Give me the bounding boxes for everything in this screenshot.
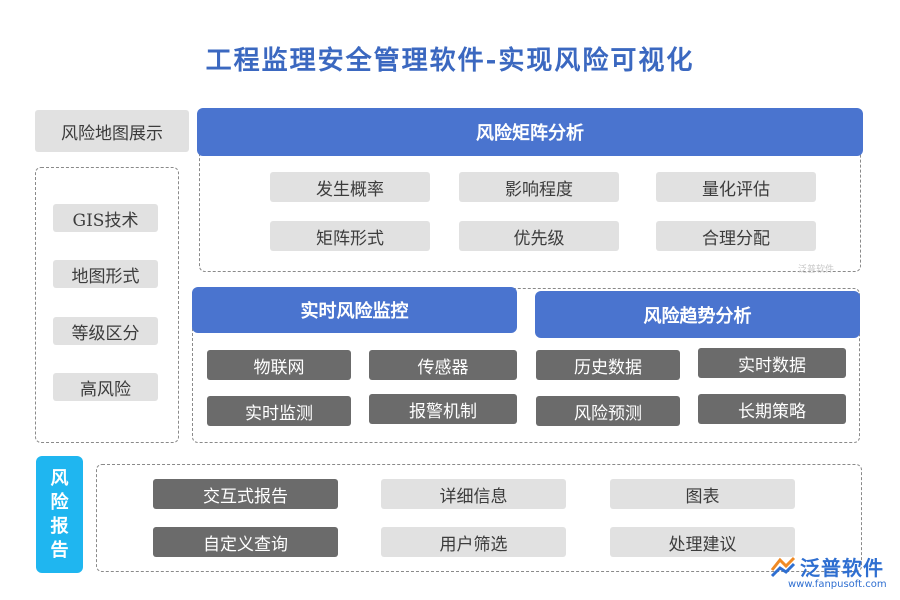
logo-text: 泛普软件: [800, 556, 884, 580]
map-item: 等级区分: [53, 317, 158, 345]
trend-item: 风险预测: [536, 396, 680, 426]
matrix-item: 量化评估: [656, 172, 816, 202]
report-side-char: 风: [50, 467, 69, 489]
map-panel-header: 风险地图展示: [35, 110, 189, 152]
matrix-item: 合理分配: [656, 221, 816, 251]
report-item: 处理建议: [610, 527, 795, 557]
report-side-char: 险: [50, 491, 69, 513]
report-item: 交互式报告: [153, 479, 338, 509]
watermark: 泛普软件: [798, 265, 835, 275]
trend-panel-header: 风险趋势分析: [535, 291, 860, 338]
monitor-item: 实时监测: [207, 396, 351, 426]
report-item: 图表: [610, 479, 795, 509]
trend-item: 历史数据: [536, 350, 680, 380]
monitor-panel-header: 实时风险监控: [192, 287, 517, 333]
monitor-item: 报警机制: [369, 394, 517, 424]
matrix-item: 发生概率: [270, 172, 430, 202]
matrix-item: 矩阵形式: [270, 221, 430, 251]
matrix-item: 影响程度: [459, 172, 619, 202]
report-side-label: 风 险 报 告: [36, 456, 83, 573]
matrix-item: 优先级: [459, 221, 619, 251]
brand-logo: 泛普软件 www.fanpusoft.com: [770, 552, 896, 596]
logo-url: www.fanpusoft.com: [788, 579, 887, 590]
page-title: 工程监理安全管理软件-实现风险可视化: [205, 46, 695, 76]
report-item: 用户筛选: [381, 527, 566, 557]
report-item: 自定义查询: [153, 527, 338, 557]
logo-icon: [770, 556, 796, 578]
trend-item: 实时数据: [698, 348, 846, 378]
report-side-char: 报: [50, 515, 69, 537]
monitor-item: 物联网: [207, 350, 351, 380]
monitor-item: 传感器: [369, 350, 517, 380]
trend-item: 长期策略: [698, 394, 846, 424]
report-item: 详细信息: [381, 479, 566, 509]
report-side-char: 告: [50, 539, 69, 561]
map-item: 高风险: [53, 373, 158, 401]
map-item: 地图形式: [53, 260, 158, 288]
map-item: GIS技术: [53, 204, 158, 232]
matrix-panel-header: 风险矩阵分析: [197, 108, 863, 156]
